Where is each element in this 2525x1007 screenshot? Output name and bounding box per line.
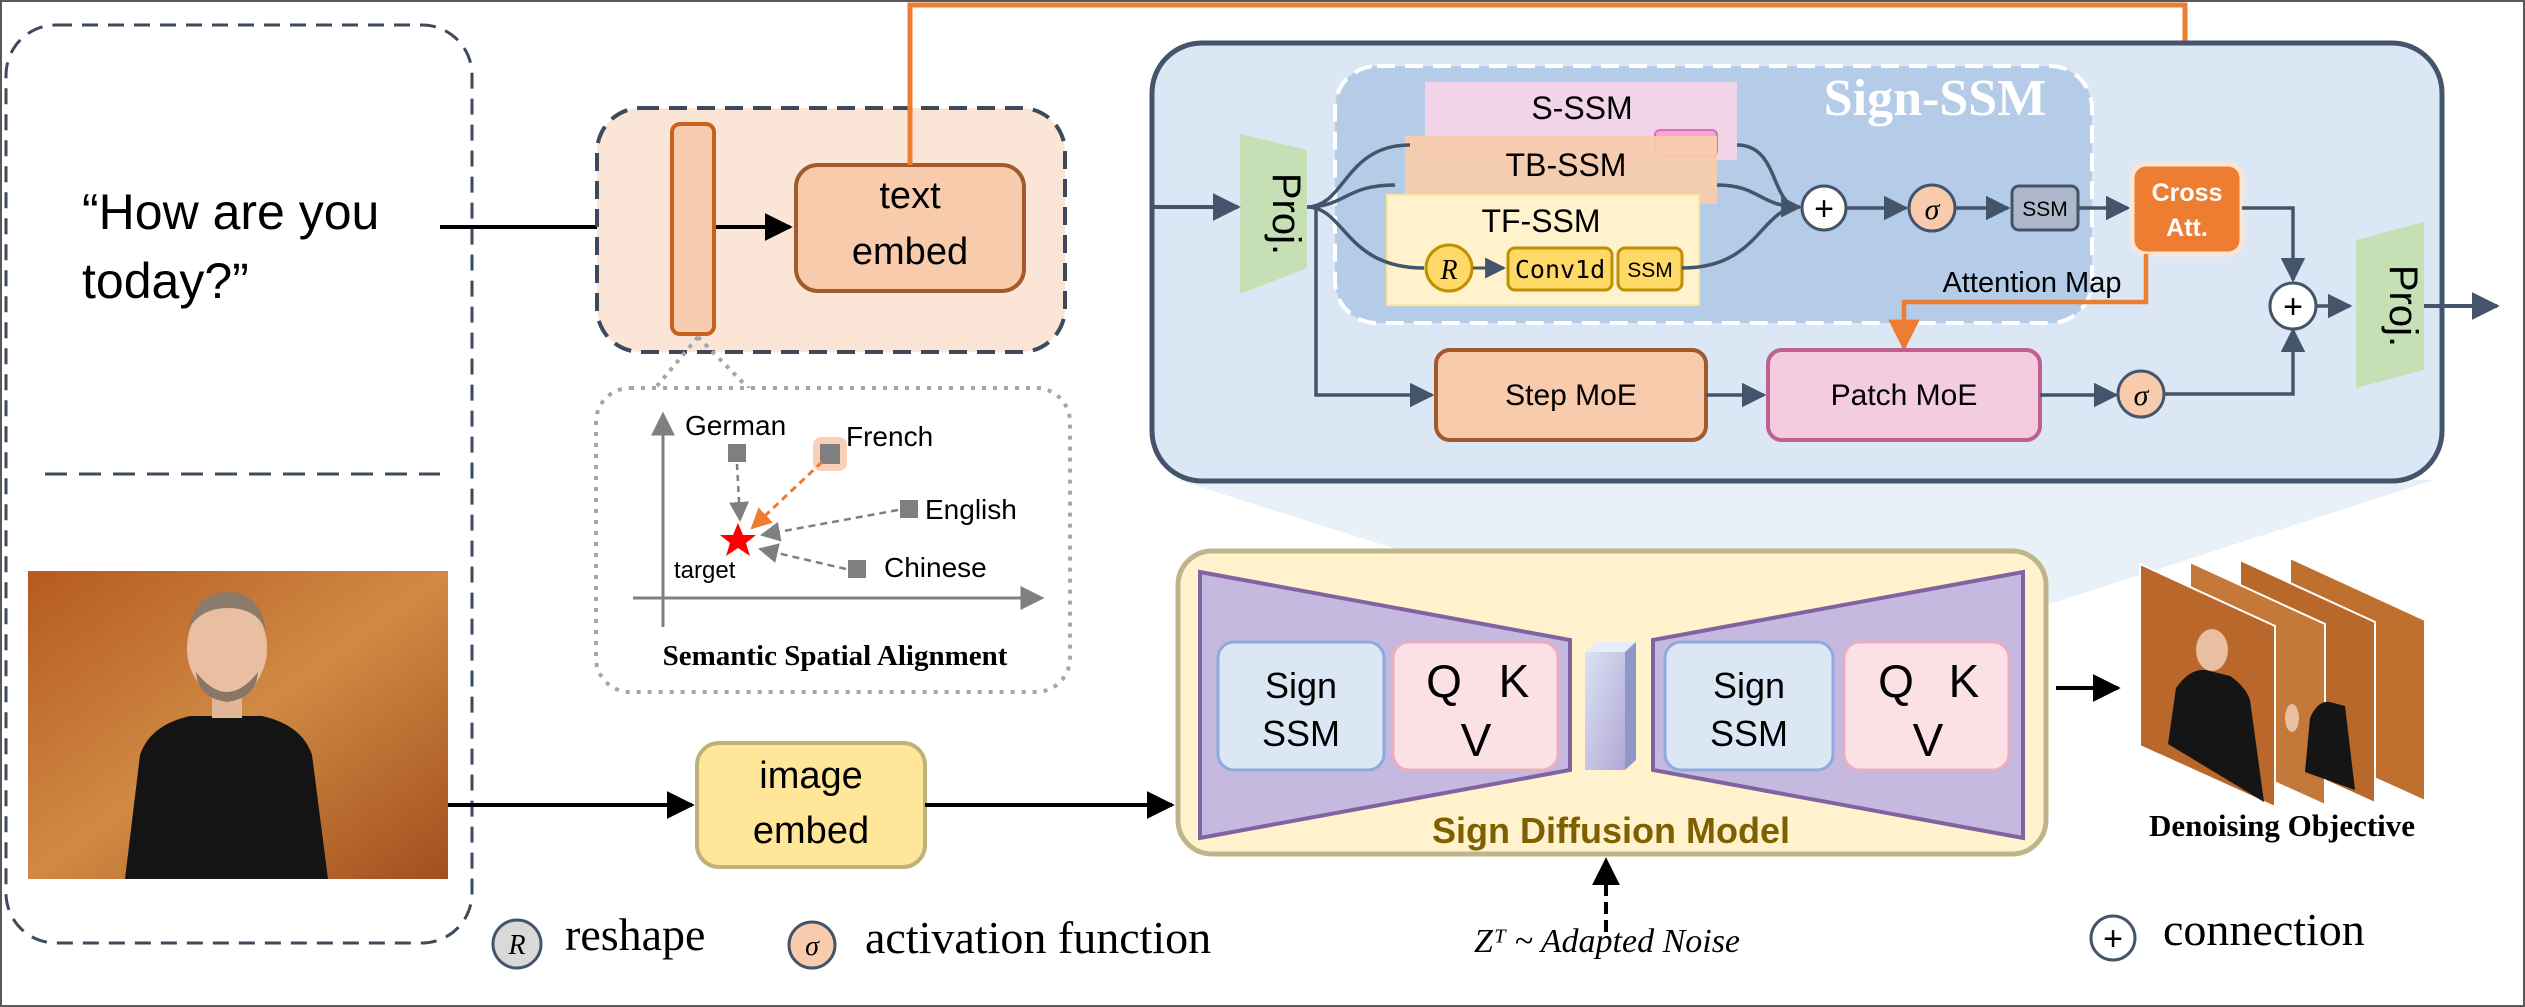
step-moe-label: Step MoE [1505,379,1637,412]
decoder-k: K [1949,655,1980,707]
output-caption: Denoising Objective [2149,808,2415,843]
cross-attention-line2: Att. [2166,214,2208,242]
legend-sigma-icon [787,920,837,970]
attention-map-label: Attention Map [1943,267,2122,299]
lang-chinese-point [848,560,866,578]
alignment-panel [594,386,1072,694]
small-ssm-label: SSM [2022,198,2068,221]
legend-sigma-symbol: σ [805,931,820,962]
sigma-to-output-sum [2164,327,2306,396]
legend-connection-label: connection [2163,904,2365,955]
ssm-sigma-symbol: σ [1925,193,1941,226]
target-star [720,523,756,556]
tf-reshape-symbol: R [1439,255,1457,286]
text-embed-line2: embed [852,231,968,273]
bottleneck-block-top [1585,642,1636,652]
legend-activation-label: activation function [865,912,1211,963]
text-embed-line1: text [879,175,941,217]
cross-attention-line1: Cross [2152,179,2223,207]
lang-english-point [900,500,918,518]
legend-connection-icon [2089,914,2137,962]
proj-out-label: Proj. [2381,265,2425,347]
tf-reshape-node [1424,243,1474,293]
alignment-callout [650,335,754,394]
alignment-title: Semantic Spatial Alignment [663,640,1008,672]
tb-ssm-label: TB-SSM [1506,147,1627,183]
signer-photo [28,571,448,879]
decoder-sign-ssm-line1: Sign [1713,665,1785,706]
legend-reshape-icon [491,918,543,970]
crossatt-to-output-sum [2242,206,2306,283]
lang-chinese-label: Chinese [884,552,987,583]
chinese-to-target-arrow [758,543,847,571]
patch-moe-label: Patch MoE [1831,379,1978,412]
image-embed-line1: image [759,755,863,797]
tb-ssm-card [1405,136,1717,204]
input-quote-line2: today?” [82,253,249,309]
s-ssm-label: S-SSM [1531,90,1632,126]
encoder-q: Q [1426,655,1462,707]
encoder-k: K [1499,655,1530,707]
text-encoder-block [670,122,716,336]
tf-ssm-box-label: SSM [1627,259,1673,282]
encoder-v: V [1461,714,1492,766]
proj-in-label: Proj. [1264,173,1308,255]
proj-to-branches-lines [1306,143,1425,270]
encoder-sign-ssm-box [1216,640,1386,772]
bottleneck-block-side [1625,642,1636,770]
lang-french-point [820,444,840,464]
lang-german-point [728,444,746,462]
legend-connection-symbol: + [2103,920,2123,958]
french-to-target-arrow [750,460,824,530]
lang-english-label: English [925,494,1017,525]
decoder-q: Q [1878,655,1914,707]
sign-ssm-title: Sign-SSM [1824,70,2047,127]
image-embed-line2: embed [753,810,869,852]
bottleneck-block [1585,652,1625,770]
encoder-sign-ssm-line2: SSM [1262,713,1340,754]
encoder-sign-ssm-line1: Sign [1265,665,1337,706]
tf-conv1d-label: Conv1d [1515,255,1605,284]
tf-ssm-label: TF-SSM [1481,203,1600,239]
lang-german-label: German [685,410,786,441]
lang-french-label: French [846,421,933,452]
moe-sigma-symbol: σ [2134,379,2150,412]
decoder-sign-ssm-box [1663,640,1835,772]
decoder-sign-ssm-line2: SSM [1710,713,1788,754]
input-quote-line1: “How are you [82,184,379,240]
legend-reshape-symbol: R [507,930,525,961]
proj-out [2356,222,2424,388]
diffusion-model-title: Sign Diffusion Model [1432,810,1790,851]
german-to-target-arrow [729,463,750,522]
legend-reshape-label: reshape [565,909,705,960]
attention-map-route [1888,254,2149,352]
branch-sum-symbol: + [1814,190,1834,228]
target-label: target [674,557,736,584]
decoder-v: V [1913,714,1944,766]
tf-conv1d-box [1506,246,1614,292]
decoder-qkv-box [1842,640,2011,772]
output-frames [2139,556,2426,809]
encoder-qkv-box [1391,640,1560,772]
output-sum-symbol: + [2283,288,2303,326]
proj-in [1240,134,1307,294]
noise-label: Zᵀ ~ Adapted Noise [1474,923,1740,960]
proj-to-stepmoe-line [1314,207,1435,408]
input-panel [4,23,474,945]
